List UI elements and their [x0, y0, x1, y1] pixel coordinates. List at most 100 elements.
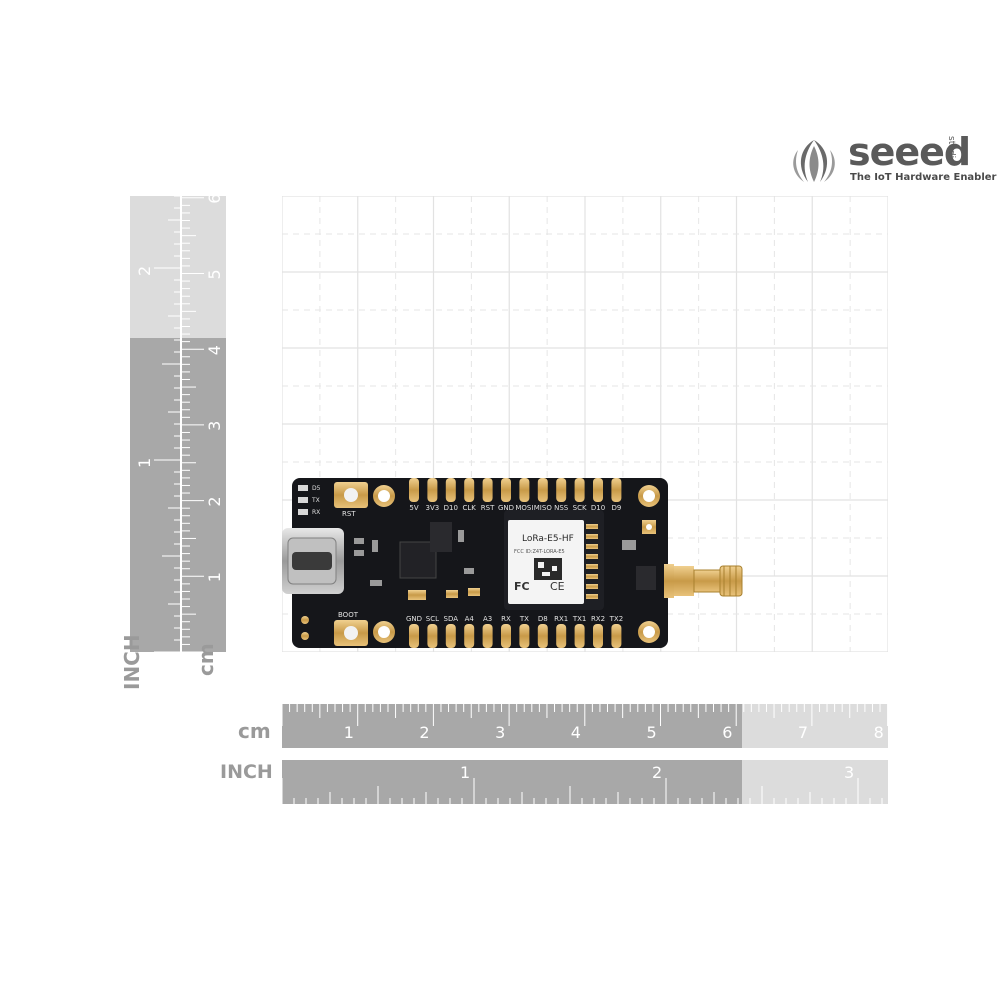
horizontal-cm-tick-label: 6: [722, 723, 732, 742]
bottom-pin-label: RX2: [591, 615, 605, 623]
top-pin-label: D10: [444, 504, 458, 512]
mounting-holes: [373, 485, 660, 643]
bottom-pin-label: RX1: [554, 615, 568, 623]
vertical-cm-tick-label: 1: [205, 572, 224, 582]
logo-subword: studio: [946, 136, 956, 164]
seeed-leaf-icon: [793, 140, 835, 182]
top-header-pad: [409, 478, 419, 502]
top-pin-label: RST: [481, 504, 495, 512]
vertical-cm-tick-label: 3: [205, 421, 224, 431]
led-label: D5: [312, 485, 321, 492]
horizontal-cm-tick-label: 1: [344, 723, 354, 742]
top-header-pad: [445, 478, 456, 502]
bottom-pin-label: GND: [406, 615, 422, 623]
vertical-cm-unit: cm: [194, 643, 218, 676]
top-pin-label: D9: [611, 504, 621, 512]
bottom-header-pad: [427, 624, 438, 648]
horizontal-cm-tick-label: 7: [798, 723, 808, 742]
bottom-header-pad: [445, 624, 456, 648]
horizontal-rulers: 1 2 3 4 5 6 7 8 1 2 3: [282, 704, 888, 804]
seeed-studio-logo: seeed studio The IoT Hardware Enabler: [786, 130, 996, 186]
horizontal-cm-tick-label: 4: [571, 723, 581, 742]
qr-code: [534, 558, 562, 580]
horizontal-cm-tick-label: 3: [495, 723, 505, 742]
bottom-header-pad: [482, 624, 493, 648]
fc-mark: FC: [514, 580, 530, 593]
top-header-pad: [464, 478, 475, 502]
top-pin-label: 5V: [409, 504, 418, 512]
top-pin-label: 3V3: [426, 504, 440, 512]
vertical-rulers: 1 2 3 4 5 6 1 2: [130, 196, 226, 652]
top-pin-label: SCK: [573, 504, 587, 512]
led: [298, 485, 308, 491]
bottom-pin-label: TX2: [609, 615, 624, 623]
bottom-header-pad: [519, 624, 530, 648]
horizontal-cm-tick-label: 2: [419, 723, 429, 742]
led: [298, 509, 308, 515]
logo-tagline: The IoT Hardware Enabler: [850, 172, 997, 183]
rst-label: RST: [342, 510, 356, 518]
horizontal-cm-tick-label: 5: [647, 723, 657, 742]
lora-e5-module: LoRa-E5-HF FCC ID:Z4T-LORA-E5 FC CE: [504, 510, 604, 610]
module-name: LoRa-E5-HF: [522, 534, 574, 544]
top-header-pad: [482, 478, 493, 502]
bottom-header-pad: [574, 624, 585, 648]
vertical-cm-tick-label: 2: [205, 496, 224, 506]
bottom-pin-label: A4: [465, 615, 475, 623]
logo-wordmark: seeed: [848, 130, 971, 174]
top-header-pad: [427, 478, 438, 502]
vertical-inch-unit: INCH: [120, 634, 144, 690]
boot-button[interactable]: [334, 620, 368, 646]
bottom-pin-label: TX: [519, 615, 529, 623]
led-label: RX: [312, 509, 320, 516]
horizontal-cm-unit: cm: [238, 719, 271, 743]
vertical-inch-tick-label: 2: [135, 266, 154, 276]
top-header-pad: [574, 478, 585, 502]
top-header-pad: [611, 478, 622, 502]
horizontal-inch-unit: INCH: [220, 761, 273, 783]
ce-mark: CE: [550, 580, 565, 593]
top-pin-label: GND: [498, 504, 514, 512]
top-header-pad: [593, 478, 603, 502]
top-header-pad: [556, 478, 567, 502]
top-pin-label: CLK: [463, 504, 477, 512]
boot-label: BOOT: [338, 611, 359, 619]
vertical-cm-tick-label: 5: [205, 269, 224, 279]
top-header-pad: [519, 478, 530, 502]
sma-connector: [664, 564, 743, 598]
usb-c-port[interactable]: [282, 528, 344, 594]
bottom-header-pad: [611, 624, 622, 648]
led-label: TX: [311, 497, 320, 504]
bottom-pin-label: TX1: [572, 615, 587, 623]
bottom-header-pad: [501, 624, 511, 648]
bottom-pin-label: A3: [483, 615, 492, 623]
vertical-inch-tick-label: 1: [135, 458, 154, 468]
top-header-pad: [537, 478, 548, 502]
bottom-pin-label: RX: [501, 615, 511, 623]
top-pin-label: D10: [591, 504, 605, 512]
horizontal-inch-tick-label: 3: [844, 763, 854, 782]
bottom-pin-label: D8: [538, 615, 548, 623]
bottom-header-pad: [556, 624, 567, 648]
bottom-pin-label: SCL: [426, 615, 439, 623]
horizontal-inch-tick-label: 1: [460, 763, 470, 782]
horizontal-cm-tick-label: 8: [874, 723, 884, 742]
top-pin-label: MOSI: [515, 504, 533, 512]
regulator-chip: [430, 522, 452, 552]
vertical-cm-tick-label: 6: [205, 196, 224, 204]
bottom-header-pad: [409, 624, 419, 648]
bottom-header-pad: [593, 624, 603, 648]
bottom-pin-label: SDA: [444, 615, 459, 623]
bottom-header-pad: [464, 624, 475, 648]
fcc-id: FCC ID:Z4T-LORA-E5: [514, 549, 565, 555]
top-header-pad: [501, 478, 511, 502]
vertical-cm-tick-label: 4: [205, 345, 224, 355]
bottom-header-pad: [537, 624, 548, 648]
led: [298, 497, 308, 503]
top-pin-label: NSS: [554, 504, 569, 512]
horizontal-inch-tick-label: 2: [652, 763, 662, 782]
top-pin-label: MISO: [534, 504, 553, 512]
rst-button[interactable]: [334, 482, 368, 508]
